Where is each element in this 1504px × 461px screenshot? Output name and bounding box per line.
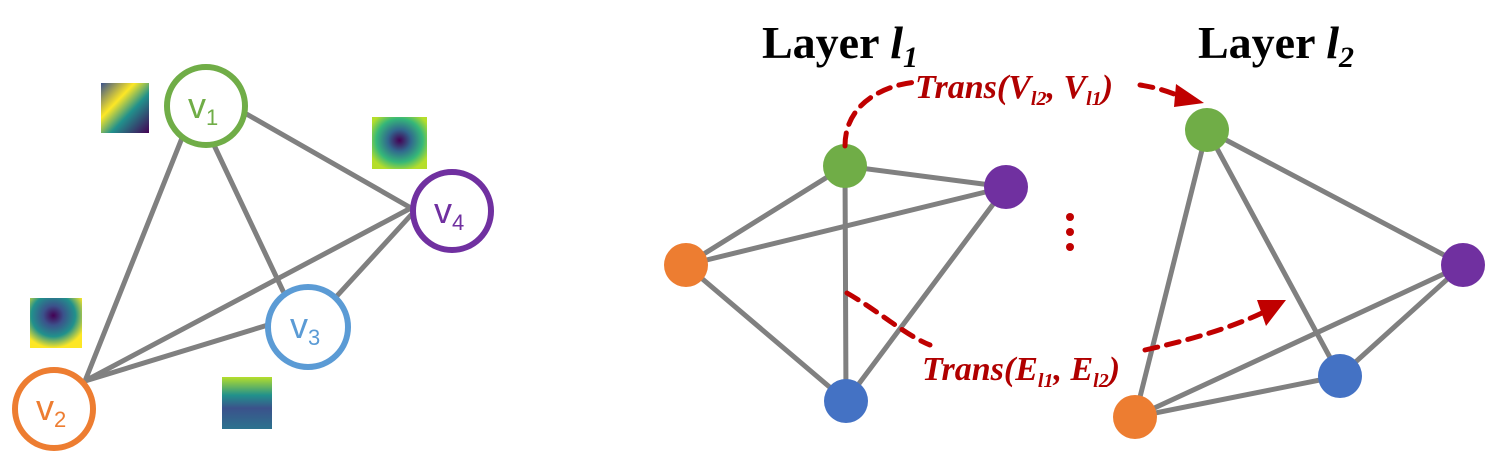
trans-edges-arrow: Trans(El1, El2)	[844, 290, 1286, 392]
node-v3-label: v3	[290, 305, 320, 350]
node-v2-ring	[12, 367, 96, 451]
l1-edge-green-orange	[683, 163, 848, 268]
l2-edge-orange-blue	[1132, 373, 1343, 420]
ellipsis-dot-3	[1066, 243, 1074, 251]
trans-nodes-label: Trans(Vl2, Vl1)	[915, 69, 1113, 110]
node-v4-ring	[410, 169, 494, 253]
node-v4-label: v4	[434, 190, 464, 235]
l1-edge-green-purple	[842, 163, 1009, 190]
feature-map-v4	[372, 117, 427, 169]
edge-v1-v4	[240, 109, 414, 211]
layer1-title: Layer l1	[762, 17, 918, 74]
layer2-edges	[1132, 127, 1466, 420]
node-v1-ring	[164, 64, 248, 148]
node-v2: v2	[12, 367, 96, 451]
edge-v2-v4	[82, 205, 414, 384]
ellipsis-dot-1	[1066, 213, 1074, 221]
edge-v1-v2	[82, 135, 185, 384]
l2-edge-green-purple	[1204, 127, 1466, 268]
edge-v1-v3	[210, 140, 286, 294]
feature-map-v3	[222, 377, 272, 429]
layer1-edges	[683, 163, 1009, 404]
feature-maps	[30, 83, 427, 429]
left-graph: v1 v4 v3 v2	[12, 64, 494, 451]
l2-node-orange	[1113, 395, 1157, 439]
trans-edges-curve-tail	[1142, 310, 1265, 353]
node-v2-label: v2	[36, 387, 66, 432]
layer2-graph: Layer l2	[1113, 17, 1485, 439]
l1-edge-green-blue	[842, 163, 849, 404]
layer1-graph: Layer l1	[664, 17, 1028, 423]
l1-node-orange	[664, 243, 708, 287]
l1-node-green	[823, 144, 867, 188]
l2-edge-purple-blue	[1337, 262, 1466, 379]
l2-edge-orange-purple	[1132, 262, 1466, 420]
trans-edges-curve-head	[844, 290, 933, 348]
node-v1: v1	[164, 64, 248, 148]
l2-edge-green-orange	[1132, 127, 1210, 420]
node-v1-label: v1	[188, 85, 218, 130]
feature-map-v2	[30, 298, 82, 348]
trans-nodes-arrowhead	[1174, 84, 1204, 107]
l1-edge-orange-blue	[683, 262, 849, 404]
left-edges	[82, 109, 414, 384]
trans-nodes-curve	[842, 79, 923, 149]
l2-node-blue	[1318, 354, 1362, 398]
l1-edge-orange-purple	[683, 184, 1009, 268]
layer-ellipsis	[1066, 213, 1074, 251]
l1-node-blue	[824, 379, 868, 423]
ellipsis-dot-2	[1066, 228, 1074, 236]
l1-edge-purple-blue	[843, 184, 1009, 404]
edge-v2-v3	[82, 322, 271, 384]
node-v4: v4	[410, 169, 494, 253]
node-v3: v3	[265, 284, 351, 370]
layer2-title: Layer l2	[1198, 17, 1354, 74]
l2-node-green	[1185, 108, 1229, 152]
l1-node-purple	[984, 165, 1028, 209]
edge-v3-v4	[333, 212, 414, 300]
l2-node-purple	[1441, 243, 1485, 287]
trans-edges-label: Trans(El1, El2)	[922, 351, 1120, 392]
trans-edges-arrowhead	[1257, 300, 1286, 326]
node-v3-ring	[265, 284, 351, 370]
feature-map-v1	[101, 83, 149, 133]
trans-nodes-arrow: Trans(Vl2, Vl1)	[842, 69, 1204, 149]
